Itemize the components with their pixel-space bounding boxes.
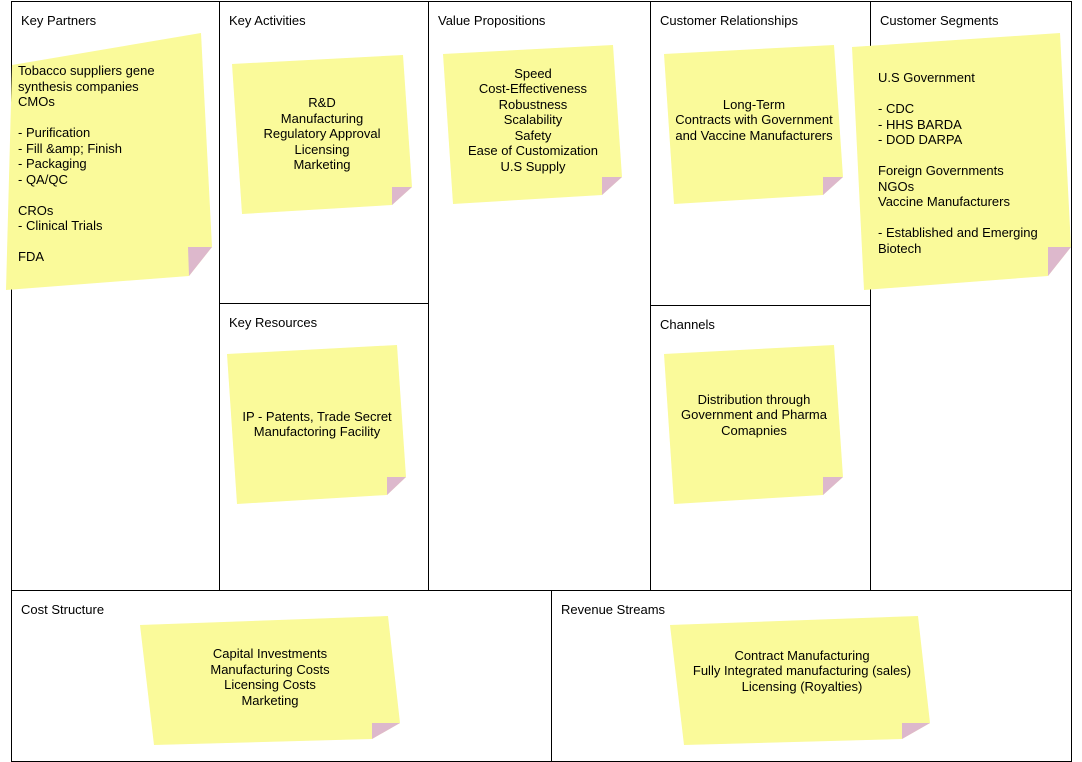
revenue-streams-note-text: Contract Manufacturing Fully Integrated … (692, 647, 912, 694)
key-resources-title: Key Resources (229, 315, 318, 330)
sticky-note-shape (852, 33, 1071, 290)
key-partners-note-text: Tobacco suppliers gene synthesis compani… (18, 63, 155, 264)
sticky-note-shape (6, 33, 212, 290)
key-activities-note-text: R&D Manufacturing Regulatory Approval Li… (263, 95, 381, 173)
sticky-note-shape (443, 45, 622, 204)
sticky-note-shape (232, 55, 412, 214)
sticky-note-shape (664, 345, 843, 504)
cost-structure-title: Cost Structure (21, 602, 105, 617)
key-resources-note-text: IP - Patents, Trade Secret Manufactoring… (242, 408, 392, 440)
value-propositions-title: Value Propositions (438, 13, 546, 28)
key-activities-title: Key Activities (229, 13, 306, 28)
channels-note-text: Distribution through Government and Phar… (681, 391, 827, 438)
cost-structure-note-text: Capital Investments Manufacturing Costs … (210, 646, 330, 708)
customer-relationships-note-text: Long-Term Contracts with Government and … (675, 96, 833, 143)
channels-title: Channels (660, 317, 715, 332)
customer-segments-note-text: U.S Government - CDC - HHS BARDA - DOD D… (878, 70, 1038, 256)
sticky-note-shape (670, 616, 930, 745)
customer-segments-title: Customer Segments (880, 13, 999, 28)
revenue-streams-title: Revenue Streams (561, 602, 666, 617)
value-propositions-note-text: Speed Cost-Effectiveness Robustness Scal… (467, 65, 599, 174)
customer-segments-sticky-note[interactable]: U.S Government - CDC - HHS BARDA - DOD D… (851, 32, 1075, 292)
sticky-note-shape (227, 345, 406, 504)
channels-sticky-note[interactable]: Distribution through Government and Phar… (662, 344, 846, 506)
customer-relationships-title: Customer Relationships (660, 13, 799, 28)
key-activities-sticky-note[interactable]: R&D Manufacturing Regulatory Approval Li… (230, 54, 414, 216)
sticky-note-shape (140, 616, 400, 745)
sticky-note-shape (664, 45, 843, 204)
value-propositions-sticky-note[interactable]: Speed Cost-Effectiveness Robustness Scal… (441, 44, 625, 206)
customer-relationships-sticky-note[interactable]: Long-Term Contracts with Government and … (662, 44, 846, 206)
revenue-streams-sticky-note[interactable]: Contract Manufacturing Fully Integrated … (669, 615, 933, 747)
key-partners-sticky-note[interactable]: Tobacco suppliers gene synthesis compani… (0, 32, 214, 292)
key-resources-sticky-note[interactable]: IP - Patents, Trade Secret Manufactoring… (226, 344, 408, 506)
key-partners-title: Key Partners (21, 13, 97, 28)
cost-structure-sticky-note[interactable]: Capital Investments Manufacturing Costs … (139, 615, 403, 747)
